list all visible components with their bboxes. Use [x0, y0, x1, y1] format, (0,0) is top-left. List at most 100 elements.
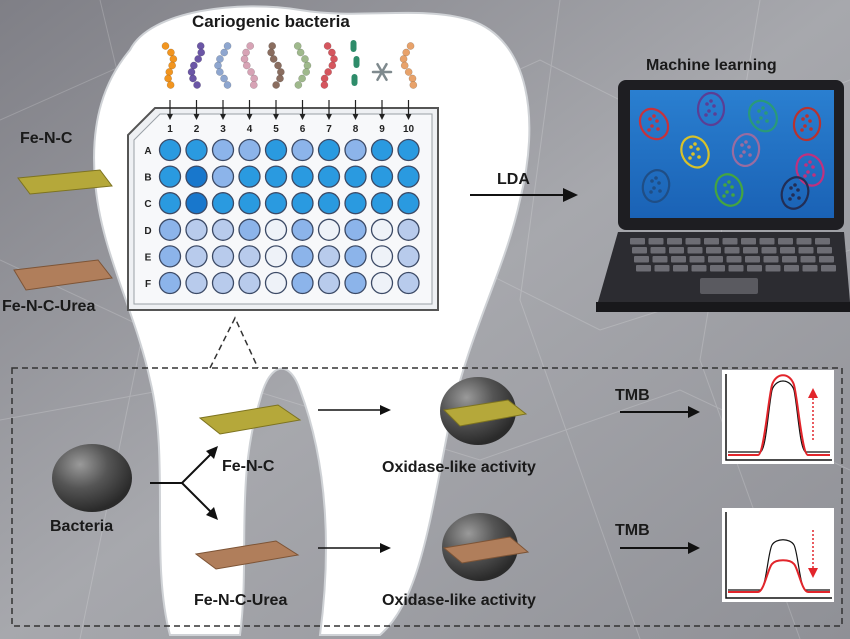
plate-column-label: 5	[273, 124, 279, 135]
bacteria-strand	[371, 62, 393, 82]
column-arrows	[167, 100, 412, 120]
plate-row-label: E	[145, 252, 152, 263]
bacteria-strand	[293, 42, 312, 89]
fencurea-bottom-label: Fe-N-C-Urea	[194, 592, 288, 609]
plate-well	[238, 245, 261, 268]
plate-well	[397, 218, 420, 241]
plate-well	[370, 271, 394, 295]
bacteria-strand	[267, 42, 285, 89]
plate-row-label: A	[144, 146, 151, 157]
plate-well	[370, 138, 394, 162]
oxidase-label-top: Oxidase-like activity	[382, 459, 536, 476]
fenc-label: Fe-N-C	[20, 130, 73, 147]
plate-wells	[158, 138, 420, 295]
fenc-sheet	[17, 169, 113, 195]
plate-well	[397, 165, 420, 188]
plate-column-label: 3	[220, 124, 226, 135]
plate-well	[397, 138, 420, 162]
bacteria-strand	[320, 42, 338, 89]
laptop-touchpad	[700, 278, 758, 294]
plate-well	[158, 218, 182, 241]
lda-cluster-ellipse	[714, 173, 744, 207]
fork-arrow-down	[181, 482, 213, 514]
absorbance-plot-top	[722, 370, 834, 464]
oxidase-label-bottom: Oxidase-like activity	[382, 592, 536, 609]
lda-cluster-ellipse	[680, 135, 710, 169]
plate-well	[158, 165, 182, 188]
lda-cluster-ellipse	[731, 132, 761, 168]
fenc-bottom-label: Fe-N-C	[222, 458, 275, 475]
plate-well	[238, 218, 261, 241]
lda-label: LDA	[497, 171, 530, 188]
plate-well	[317, 271, 341, 295]
bacteria-strand	[240, 42, 259, 89]
plate-well	[211, 165, 235, 188]
bacteria-sphere	[52, 444, 132, 512]
plate-well	[158, 138, 182, 162]
fencurea-label: Fe-N-C-Urea	[2, 298, 96, 315]
plate-well	[238, 138, 261, 162]
plate-well	[264, 245, 288, 268]
plate-row-label: C	[144, 199, 151, 210]
plate-column-label: 10	[403, 124, 415, 135]
plate-well	[291, 138, 314, 162]
plate-well	[211, 192, 235, 215]
plate-well	[370, 218, 394, 241]
plate-well	[317, 192, 341, 215]
plate-well	[185, 138, 208, 162]
plate-well	[185, 192, 208, 215]
plate-well	[211, 138, 235, 162]
lda-cluster-ellipse	[641, 169, 671, 203]
bacteria-strand	[399, 42, 418, 89]
plate-row-label: D	[144, 226, 151, 237]
plate-well	[211, 218, 235, 241]
plate-well	[317, 218, 341, 241]
plate-well	[344, 192, 367, 215]
bacteria-strands	[161, 40, 418, 89]
plate-well	[291, 271, 314, 295]
tmb-label-top: TMB	[615, 387, 650, 404]
plate-column-label: 6	[300, 124, 306, 135]
plate-well	[211, 245, 235, 268]
plate-well	[238, 192, 261, 215]
plate-well	[158, 245, 182, 268]
plate-column-label: 7	[326, 124, 332, 135]
plate-well	[291, 192, 314, 215]
bacteria-strand	[214, 42, 232, 89]
plate-well	[291, 165, 314, 188]
lda-clusters	[638, 91, 825, 210]
bacteria-strand	[161, 42, 178, 89]
bacteria-strand	[350, 40, 360, 86]
plate-well	[158, 192, 182, 215]
laptop-keyboard	[630, 238, 836, 272]
plate-well	[291, 218, 314, 241]
plate-well	[185, 218, 208, 241]
plate-well	[397, 271, 420, 295]
plate-well	[317, 138, 341, 162]
lda-cluster-ellipse	[780, 176, 810, 210]
plate-column-label: 1	[167, 124, 173, 135]
plate-well	[397, 192, 420, 215]
plate-well	[238, 271, 261, 295]
bottom-panel-border	[11, 367, 843, 627]
plate-well	[344, 245, 367, 268]
cariogenic-bacteria-title: Cariogenic bacteria	[192, 12, 350, 31]
plate-well	[291, 245, 314, 268]
plate-well	[344, 138, 367, 162]
plate-well	[264, 192, 288, 215]
machine-learning-title: Machine learning	[646, 57, 777, 74]
plate-well	[317, 245, 341, 268]
lda-cluster-ellipse	[638, 107, 670, 141]
absorbance-plot-bottom	[722, 508, 834, 602]
plate-well	[264, 218, 288, 241]
fencurea-sheet	[13, 259, 113, 291]
plate-column-label: 4	[247, 124, 253, 135]
plate-column-label: 9	[379, 124, 385, 135]
plate-well	[185, 271, 208, 295]
plate-column-label: 2	[194, 124, 200, 135]
plate-well	[370, 245, 394, 268]
plate-well	[211, 271, 235, 295]
